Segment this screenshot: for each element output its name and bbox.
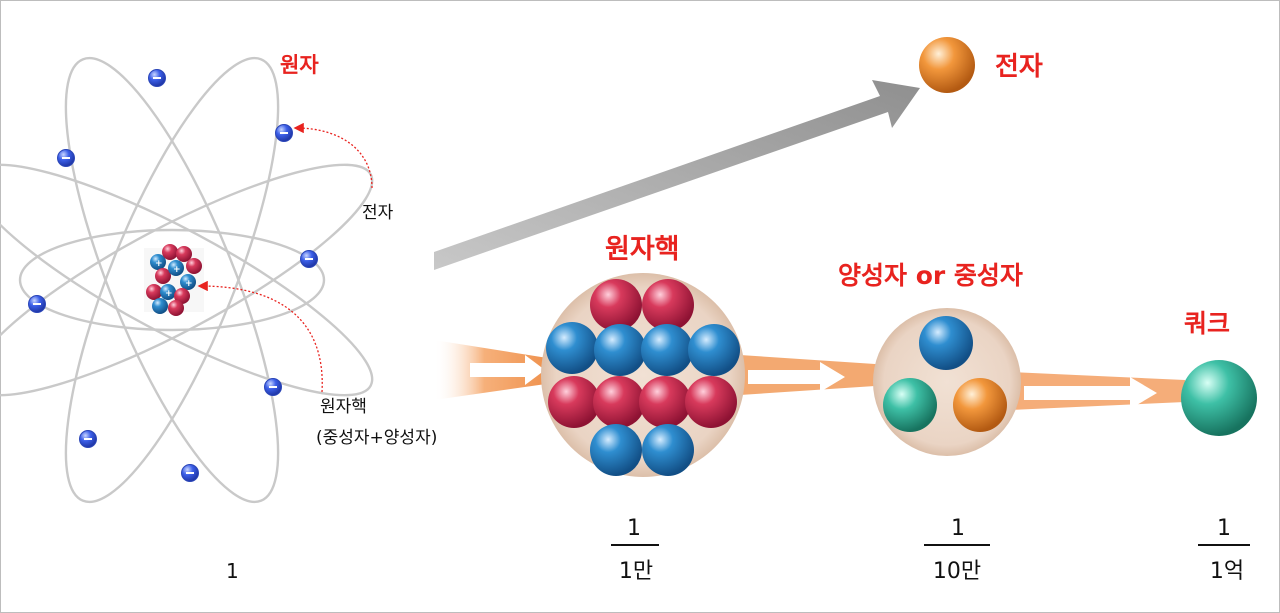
atom-electron-label: 전자 [362, 203, 394, 223]
nucleus-scale-numerator: 1 [627, 516, 641, 541]
nucleon-model: 양성자 or 중성자 [838, 261, 1023, 456]
nucleon-scale-numerator: 1 [951, 516, 965, 541]
electron-branch: 전자 [434, 37, 1043, 270]
electron-particle [275, 124, 293, 142]
nucleus-scale-denominator: 1만 [619, 559, 653, 584]
quark-scale-fraction: 1 1억 [1198, 516, 1250, 584]
atom-title: 원자 [280, 53, 319, 77]
scale-beam [434, 340, 1185, 410]
svg-text:+: + [165, 289, 173, 299]
electron-title: 전자 [995, 52, 1043, 82]
svg-text:+: + [185, 279, 193, 289]
nucleus-scale-fraction: 1 1만 [611, 516, 659, 584]
nucleus-shell [541, 273, 745, 477]
electron-particle [148, 69, 166, 87]
svg-text:+: + [173, 265, 181, 275]
atom-scale-label: 1 [226, 559, 239, 583]
nucleon-scale-denominator: 10만 [933, 559, 981, 584]
quark-title: 쿼크 [1184, 309, 1230, 338]
white-arrow-3 [1024, 377, 1157, 409]
atom-electrons [28, 69, 318, 482]
nucleus-pointer-arrow [197, 280, 323, 393]
nucleus-title: 원자핵 [605, 234, 680, 265]
electron-orbits [0, 56, 374, 504]
quark-scale-denominator: 1억 [1210, 559, 1244, 584]
electron-particle [264, 378, 282, 396]
atom-nucleus-composition-label: (중성자+양성자) [316, 428, 437, 448]
nucleus-model: 원자핵 [541, 234, 745, 477]
atom-nucleus-label: 원자핵 [320, 397, 367, 417]
atom-model: + + + + [0, 53, 437, 583]
quark-scale-numerator: 1 [1217, 516, 1231, 541]
quark-sphere [1181, 360, 1257, 436]
nucleon-title: 양성자 or 중성자 [838, 261, 1023, 290]
white-arrow-2 [748, 362, 845, 392]
electron-particle [181, 464, 199, 482]
electron-particle [28, 295, 46, 313]
atom-nucleus: + + + + [144, 244, 204, 316]
electron-sphere [919, 37, 975, 93]
svg-text:+: + [155, 259, 163, 269]
gray-arrow [434, 80, 920, 270]
white-arrow-1 [470, 355, 545, 385]
electron-particle [57, 149, 75, 167]
quark-model: 쿼크 [1181, 309, 1257, 436]
electron-particle [79, 430, 97, 448]
nucleon-scale-fraction: 1 10만 [924, 516, 990, 584]
electron-particle [300, 250, 318, 268]
